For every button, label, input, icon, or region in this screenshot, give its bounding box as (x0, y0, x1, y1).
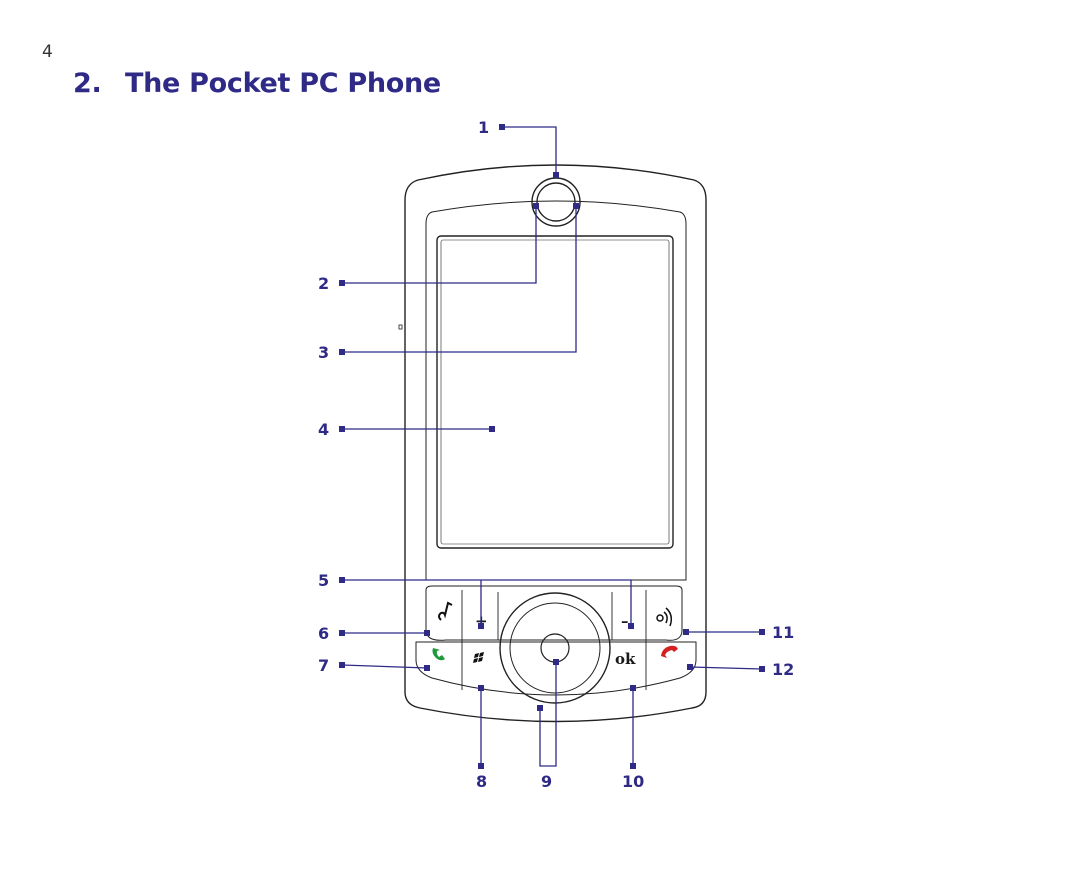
end-key-icon[interactable] (661, 645, 678, 658)
section-number: 2. (73, 68, 102, 99)
leader-9 (539, 662, 557, 767)
callout-6: 6 (318, 624, 329, 643)
talk-key-icon[interactable] (432, 648, 445, 661)
device-outer-shell (404, 164, 707, 723)
section-title: The Pocket PC Phone (125, 68, 441, 99)
callout-10: 10 (622, 772, 644, 791)
callout-8: 8 (476, 772, 487, 791)
leader-12 (689, 666, 763, 670)
enter-button[interactable] (540, 633, 570, 663)
earpiece-inner (536, 182, 576, 222)
leader-7 (341, 664, 428, 669)
side-mark (398, 324, 403, 330)
leader-3 (342, 206, 577, 353)
device-body (398, 164, 707, 723)
music-key-icon[interactable] (438, 601, 453, 621)
earpiece-outer (531, 177, 581, 227)
callout-numbers: 1 2 3 4 5 6 7 8 9 10 11 12 (318, 118, 794, 791)
navigation-ring-inner (509, 602, 601, 694)
leader-1 (502, 126, 557, 174)
leader-markers (339, 124, 765, 769)
device-inner-bezel (425, 200, 687, 581)
leader-2 (342, 206, 537, 284)
minus-softkey-label[interactable]: – (621, 612, 629, 630)
key-panel-upper (425, 585, 683, 641)
callout-1: 1 (478, 118, 489, 137)
navigation-ring-outer[interactable] (499, 592, 611, 704)
screen-inner-edge (440, 239, 670, 545)
callout-11: 11 (772, 623, 794, 642)
page-title: 2. The Pocket PC Phone (73, 68, 441, 99)
callout-9: 9 (541, 772, 552, 791)
callout-5: 5 (318, 571, 329, 590)
leader-lines (341, 126, 763, 767)
key-panel-lower (415, 641, 697, 696)
key-icons: + – ok (432, 601, 678, 668)
callout-3: 3 (318, 343, 329, 362)
callout-4: 4 (318, 420, 329, 439)
leader-5 (342, 579, 632, 626)
callout-7: 7 (318, 656, 329, 675)
comm-manager-icon[interactable] (656, 607, 673, 627)
callout-2: 2 (318, 274, 329, 293)
ok-key-label[interactable]: ok (615, 650, 636, 668)
windows-start-icon[interactable] (473, 652, 484, 663)
touch-screen[interactable] (436, 235, 674, 549)
page-number: 4 (42, 42, 53, 62)
callout-12: 12 (772, 660, 794, 679)
